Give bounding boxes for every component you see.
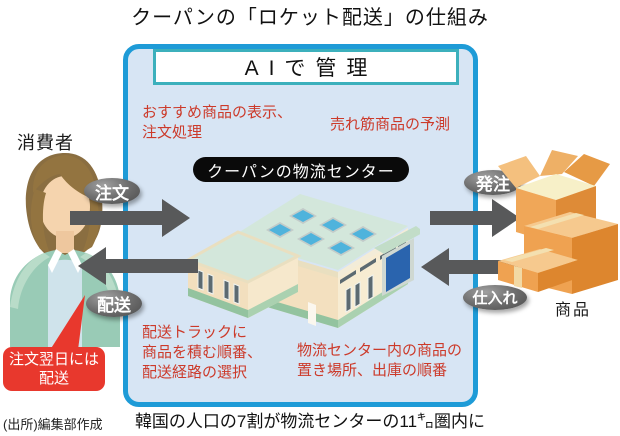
- bottom-caption: 韓国の人口の7割が物流センターの11㌔圏内に: [134, 412, 486, 431]
- skylights: [266, 208, 377, 256]
- goods-label: 商品: [555, 302, 592, 319]
- note-storage-order: 物流センター内の商品の 置き場所、出庫の順番: [297, 342, 463, 379]
- order-arrow-icon: [70, 199, 190, 237]
- fulfillment-center-label: クーパンの物流センター: [207, 163, 395, 181]
- procurement-ellipse: 仕入れ: [463, 285, 527, 310]
- warehouse-illustration: [184, 194, 420, 328]
- note-forecast: 売れ筋商品の予測: [330, 116, 451, 133]
- purchase-order-label: 発注: [476, 175, 510, 194]
- consumer-label: 消費者: [17, 133, 74, 153]
- delivery-ellipse: 配送: [86, 290, 142, 317]
- delivery-callout: 注文翌日には 配送: [3, 347, 105, 391]
- order-label: 注文: [95, 183, 129, 203]
- delivery-callout-tail: [50, 295, 85, 350]
- delivery-label: 配送: [97, 296, 131, 315]
- source-note: (出所)編集部作成: [3, 417, 103, 432]
- procurement-label: 仕入れ: [472, 290, 518, 307]
- goods-boxes-illustration: [498, 150, 618, 294]
- procurement-arrow-icon: [421, 248, 523, 286]
- order-ellipse: 注文: [84, 178, 140, 204]
- ai-management-box: AIで管理: [153, 49, 459, 85]
- purchase-order-arrow-icon: [430, 199, 520, 237]
- note-recommendation: おすすめ商品の表示、 注文処理: [142, 104, 293, 141]
- page-title: クーパンの「ロケット配送」の仕組み: [131, 7, 489, 29]
- delivery-arrow-icon: [78, 247, 198, 285]
- note-truck-loading: 配送トラックに 商品を積む順番、 配送経路の選択: [142, 324, 263, 381]
- ai-management-label: AIで管理: [244, 57, 378, 80]
- fulfillment-center-pill: クーパンの物流センター: [193, 157, 409, 182]
